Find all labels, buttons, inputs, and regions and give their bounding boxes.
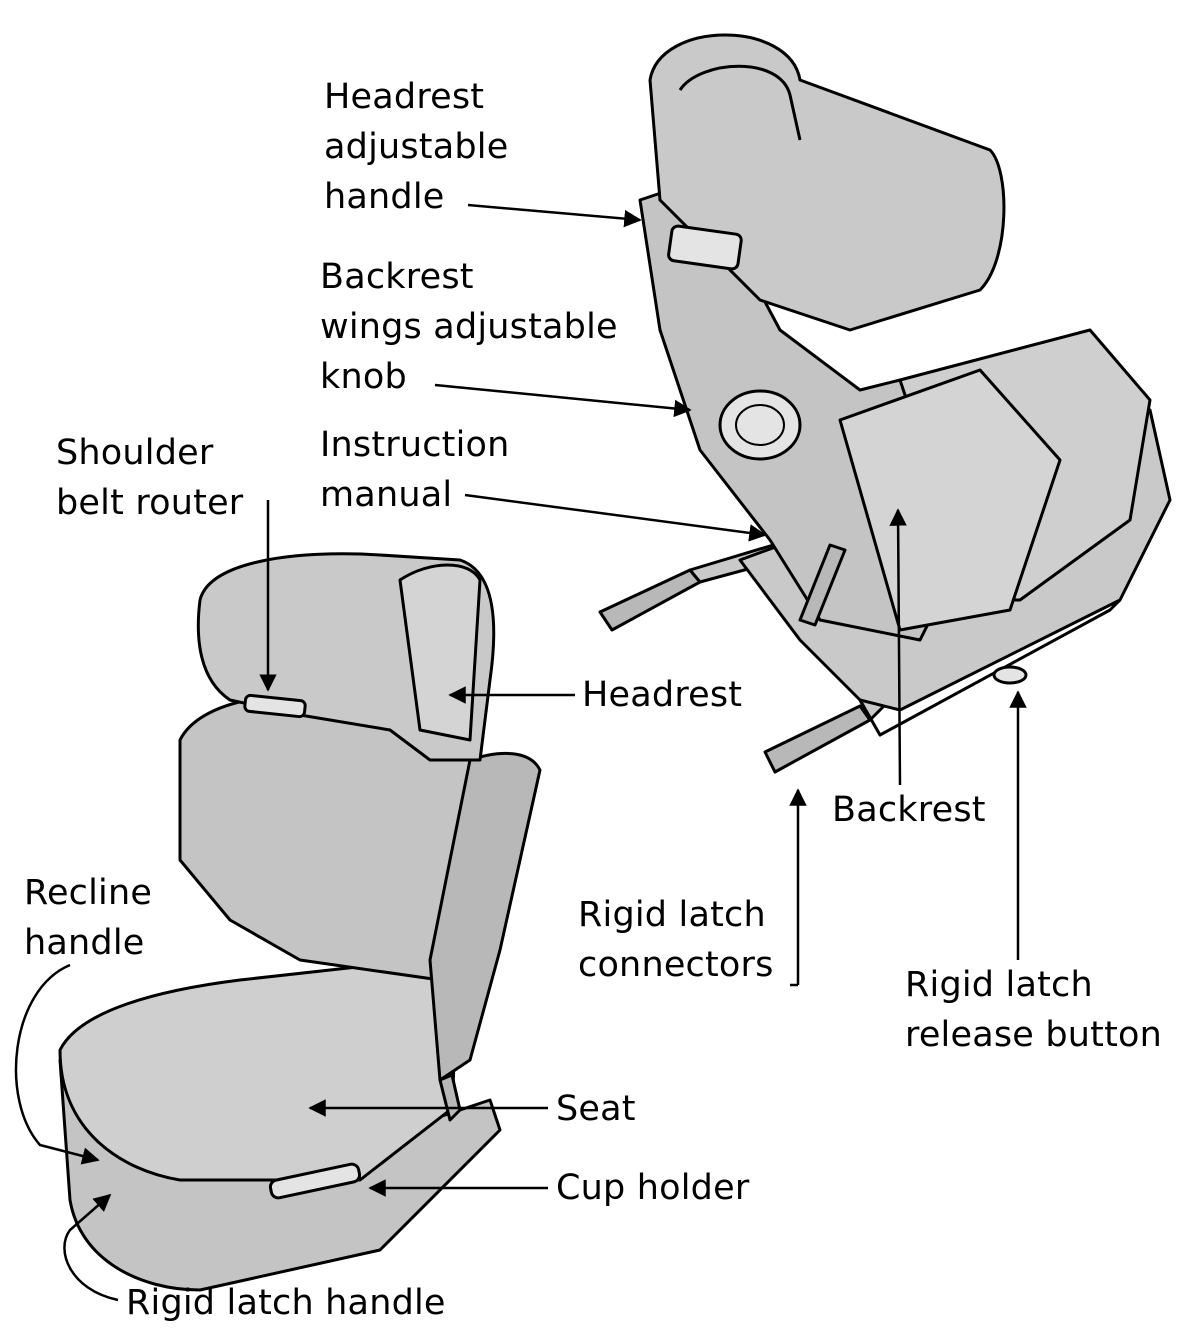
- booster-cushion: [60, 960, 454, 1180]
- arrow-instruction-manual: [465, 495, 765, 535]
- label-recline-handle: Recline handle: [24, 868, 152, 968]
- release-button-part: [994, 667, 1026, 683]
- seat-with-backrest: [600, 35, 1170, 772]
- label-headrest-handle: Headrest adjustable handle: [324, 72, 508, 222]
- label-headrest: Headrest: [582, 670, 742, 720]
- label-instruction-manual: Instruction manual: [320, 420, 510, 520]
- wings-knob-part: [720, 391, 800, 459]
- label-rigid-latch-connectors: Rigid latch connectors: [578, 890, 774, 990]
- label-cup-holder: Cup holder: [556, 1163, 749, 1213]
- label-backrest-wings-knob: Backrest wings adjustable knob: [320, 252, 618, 402]
- label-backrest: Backrest: [832, 785, 986, 835]
- rigid-latch-connector-upper: [600, 570, 700, 630]
- label-shoulder-belt-router: Shoulder belt router: [56, 428, 243, 528]
- label-rigid-latch-handle: Rigid latch handle: [126, 1278, 446, 1328]
- label-rigid-latch-release-button: Rigid latch release button: [905, 960, 1162, 1060]
- rigid-latch-connector-lower: [765, 706, 870, 772]
- label-seat: Seat: [556, 1084, 636, 1134]
